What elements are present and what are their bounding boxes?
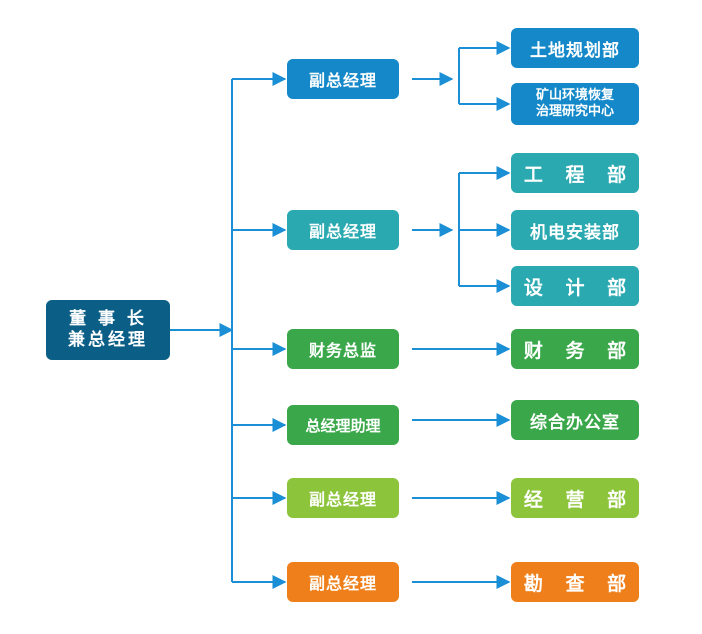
dept-label: 机电安装部 [530, 222, 620, 243]
manager-box-deputy-gm-3: 副总经理 [287, 478, 399, 518]
dept-label: 设 计 部 [523, 276, 635, 299]
manager-label: 副总经理 [308, 574, 377, 593]
dept-box-design: 设 计 部 [511, 266, 639, 306]
manager-box-deputy-gm-2: 副总经理 [287, 210, 399, 250]
dept-box-exploration: 勘 查 部 [511, 562, 639, 602]
dept-box-electromechanical-installation: 机电安装部 [511, 210, 639, 250]
dept-box-land-planning: 土地规划部 [511, 28, 639, 68]
manager-box-deputy-gm-1: 副总经理 [287, 59, 399, 99]
manager-label: 副总经理 [308, 222, 377, 241]
manager-label: 总经理助理 [305, 416, 381, 435]
dept-label: 财 务 部 [523, 339, 635, 362]
dept-box-engineering: 工 程 部 [511, 153, 639, 193]
dept-label: 经 营 部 [523, 488, 635, 511]
manager-label: 财务总监 [308, 341, 377, 360]
dept-label: 勘 查 部 [523, 572, 635, 595]
manager-box-finance-director: 财务总监 [287, 329, 399, 369]
dept-line-2: 治理研究中心 [535, 104, 614, 119]
dept-box-finance: 财 务 部 [511, 329, 639, 369]
manager-box-deputy-gm-4: 副总经理 [287, 562, 399, 602]
root-line-1: 董 事 长 [69, 309, 147, 329]
root-chairman-box: 董 事 长 兼总经理 [46, 300, 170, 360]
dept-label: 土地规划部 [530, 40, 620, 61]
dept-box-mine-environment-center: 矿山环境恢复 治理研究中心 [511, 83, 639, 125]
manager-label: 副总经理 [308, 490, 377, 509]
dept-label: 工 程 部 [523, 163, 635, 186]
root-line-2: 兼总经理 [68, 330, 148, 350]
dept-line-1: 矿山环境恢复 [535, 88, 614, 103]
manager-label: 副总经理 [308, 71, 377, 90]
manager-box-gm-assistant: 总经理助理 [287, 405, 399, 445]
dept-box-general-office: 综合办公室 [511, 400, 639, 440]
dept-box-operations: 经 营 部 [511, 478, 639, 518]
dept-label: 综合办公室 [530, 412, 620, 433]
